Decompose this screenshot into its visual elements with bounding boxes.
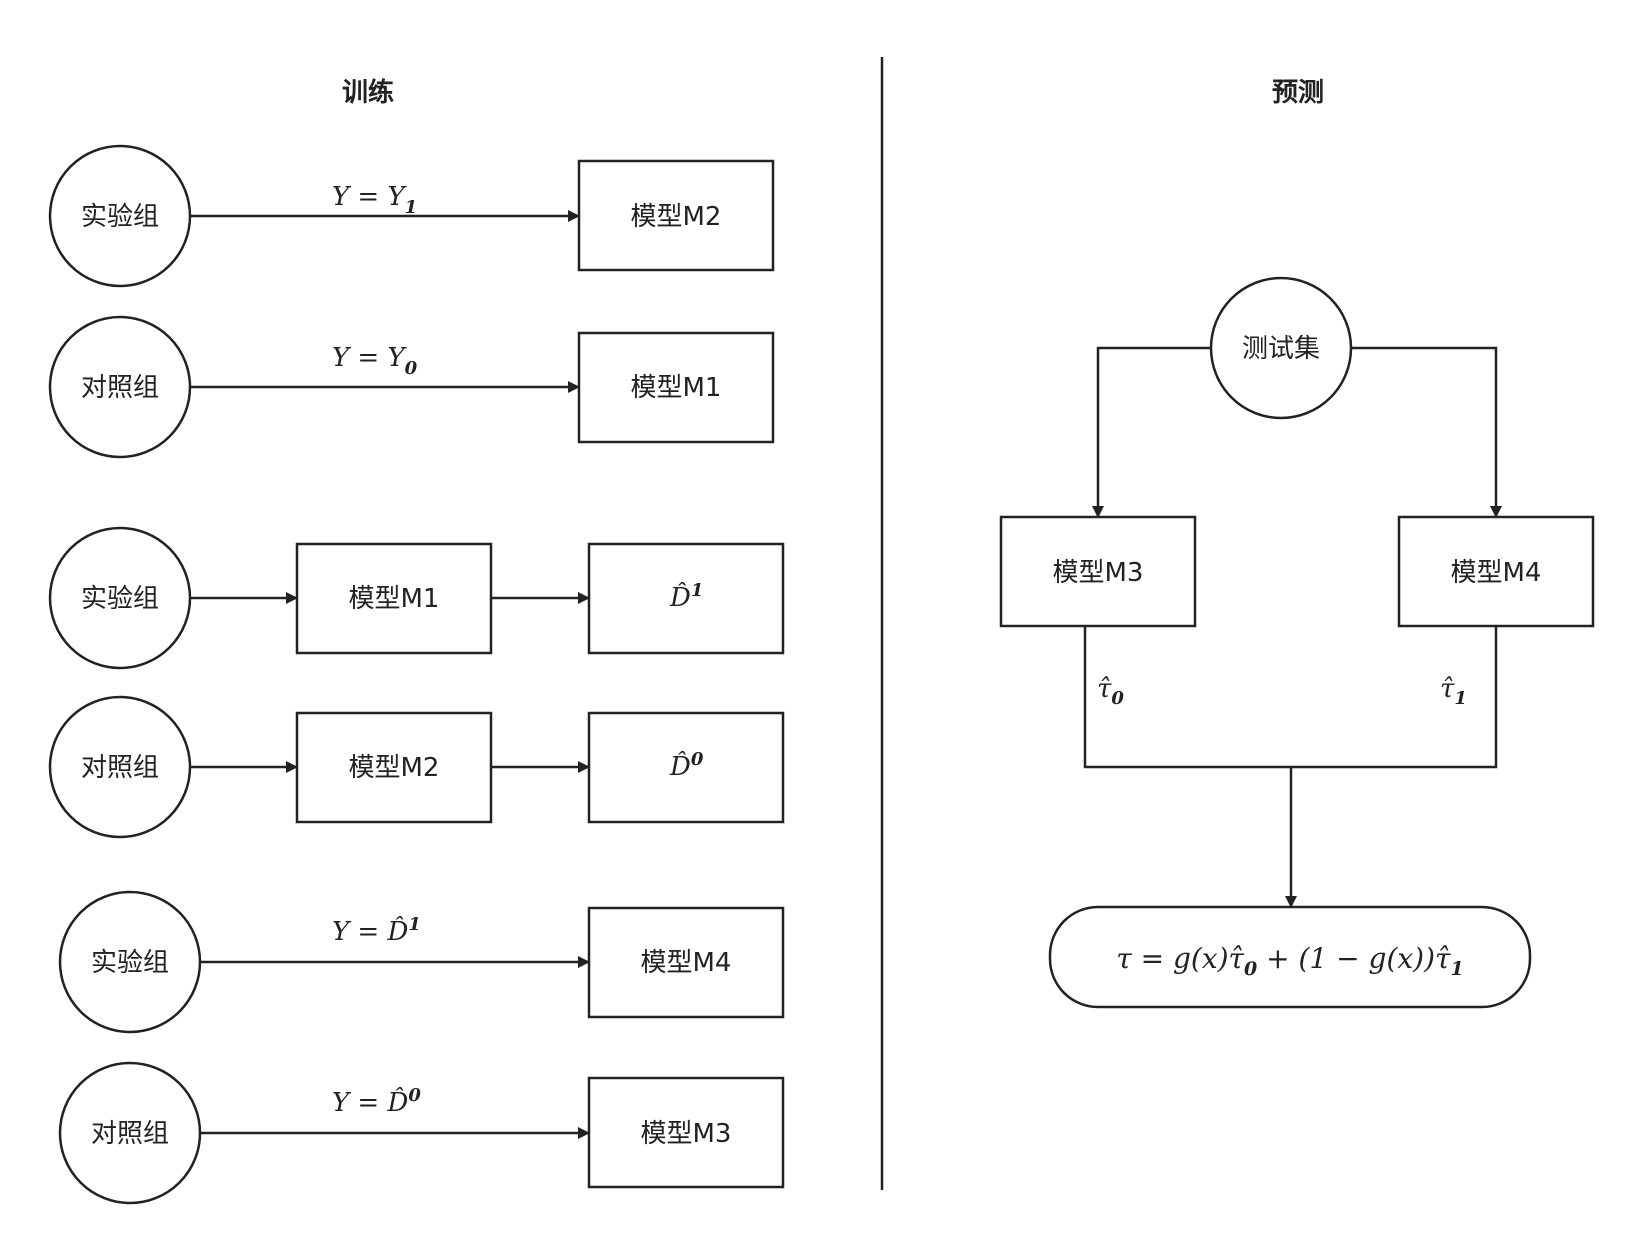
source-label: 对照组 <box>81 373 159 403</box>
formula-box[interactable] <box>1048 905 1532 1009</box>
source-label: 实验组 <box>91 948 169 978</box>
edge-to-right-model <box>1352 346 1502 518</box>
train-row-1: 实验组 Y = Y1 模型M2 <box>48 144 775 288</box>
left-model-box[interactable] <box>999 515 1197 628</box>
output-label: D̂0 <box>669 749 704 782</box>
train-row-6: 对照组 Y = D̂0 模型M3 <box>58 1061 785 1205</box>
edge-to-left-model <box>1092 346 1211 518</box>
edge-label: Y = D̂1 <box>332 914 421 947</box>
target-label: 模型M1 <box>631 373 722 403</box>
left-edge-label: τ̂0 <box>1097 674 1124 709</box>
test-set-label: 测试集 <box>1242 334 1320 364</box>
output-box[interactable] <box>587 542 785 655</box>
formula-label: τ = g(x)τ̂0 + (1 − g(x))τ̂1 <box>1116 942 1464 980</box>
edge-label: Y = Y1 <box>332 182 417 218</box>
merge-connector <box>1083 626 1498 769</box>
target-model-box[interactable] <box>587 1076 785 1189</box>
model-label: 模型M2 <box>349 753 440 783</box>
output-label: D̂1 <box>669 580 703 613</box>
source-label: 对照组 <box>91 1119 169 1149</box>
train-row-3: 实验组 模型M1 D̂1 <box>48 526 785 670</box>
right-edge-label: τ̂1 <box>1440 674 1467 709</box>
train-row-4: 对照组 模型M2 D̂0 <box>48 695 785 839</box>
source-label: 实验组 <box>81 584 159 614</box>
target-model-box[interactable] <box>587 906 785 1019</box>
prediction-flow: 测试集 模型M3 模型M4 τ̂0 τ̂1 τ = g(x)τ̂0 + (1 −… <box>999 276 1595 1009</box>
right-model-box[interactable] <box>1397 515 1595 628</box>
train-row-5: 实验组 Y = D̂1 模型M4 <box>58 890 785 1034</box>
model-box[interactable] <box>295 542 493 655</box>
train-row-2: 对照组 Y = Y0 模型M1 <box>48 315 775 459</box>
target-label: 模型M3 <box>641 1119 732 1149</box>
output-box[interactable] <box>587 711 785 824</box>
edge-label: Y = Y0 <box>332 343 418 379</box>
target-label: 模型M4 <box>641 948 732 978</box>
right-model-label: 模型M4 <box>1451 558 1542 588</box>
target-model-box[interactable] <box>577 159 775 272</box>
edge-label: Y = D̂0 <box>332 1085 421 1118</box>
source-label: 对照组 <box>81 753 159 783</box>
target-model-box[interactable] <box>577 331 775 444</box>
left-model-label: 模型M3 <box>1053 558 1144 588</box>
model-label: 模型M1 <box>349 584 440 614</box>
source-label: 实验组 <box>81 202 159 232</box>
training-heading: 训练 <box>342 77 394 108</box>
test-set-node[interactable] <box>1209 276 1353 420</box>
target-label: 模型M2 <box>631 202 722 232</box>
model-box[interactable] <box>295 711 493 824</box>
prediction-heading: 预测 <box>1272 78 1324 108</box>
